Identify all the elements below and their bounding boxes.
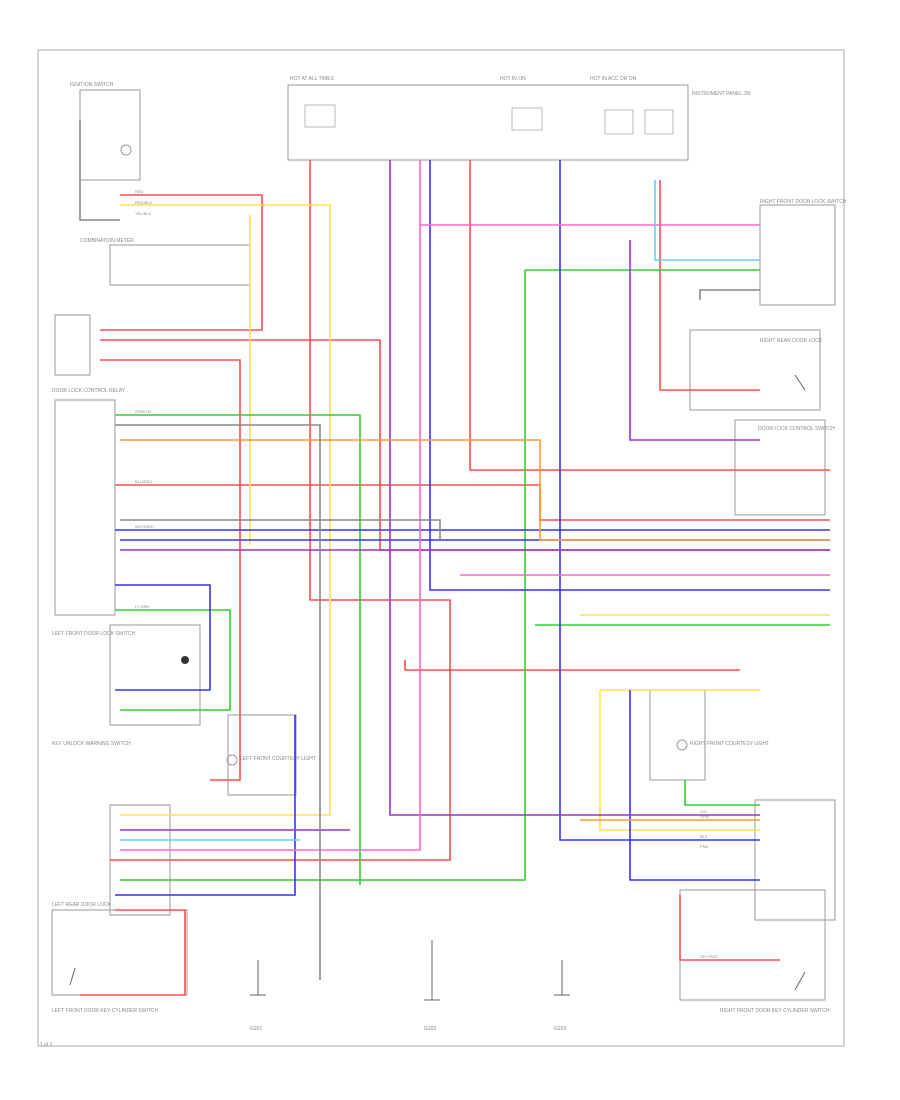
wires	[79, 120, 830, 996]
wire-label-0: RED	[135, 189, 144, 194]
rf-door-lock-switch-label: RIGHT FRONT DOOR LOCK SWITCH	[760, 199, 847, 205]
fuse-label-1: HOT AT ALL TIMES	[290, 76, 335, 82]
key-unlock-warning-label: KEY UNLOCK WARNING SWITCH	[52, 741, 131, 747]
connector-right-bottom	[754, 799, 836, 921]
wire-label-9: PNK	[700, 844, 709, 849]
wire-label-4: BLU/RED	[135, 479, 152, 484]
combination-meter: COMBINATION METER	[80, 238, 251, 286]
wire-red-3	[100, 339, 830, 551]
lr-door-lock-label: LEFT REAR DOOR LOCK	[52, 902, 111, 908]
wire-red-2	[110, 160, 451, 861]
wire-label-7: VIO	[700, 809, 707, 814]
instrument-panel-jb: HOT AT ALL TIMES HOT IN ON HOT IN ACC OR…	[287, 76, 751, 161]
wire-gray-2	[120, 519, 441, 540]
wire-yellow-1	[120, 204, 331, 816]
wire-red-11	[469, 160, 650, 471]
wire-blue-6	[629, 690, 760, 881]
wire-label-1: RED/BLK	[135, 200, 152, 205]
wire-lightblue-1	[654, 180, 760, 261]
wire-label-5: WHT/RED	[135, 524, 154, 529]
wire-label-11: GRY/RED	[700, 954, 718, 959]
wire-red-9	[80, 909, 186, 996]
ground-left: G201	[250, 960, 266, 1032]
lf-door-lock-switch-label: LEFT FRONT DOOR LOCK SWITCH	[52, 631, 136, 637]
wire-gray-1	[79, 120, 120, 221]
wire-label-2: YEL/BLK	[135, 211, 152, 216]
ground-right: G203	[554, 960, 570, 1032]
wire-green-4	[684, 780, 760, 806]
right-front-door-lock-switch: RIGHT FRONT DOOR LOCK SWITCH	[759, 199, 847, 306]
wire-pink-1	[120, 160, 760, 851]
wire-red-8	[404, 660, 740, 671]
wire-red-5	[100, 359, 241, 781]
ground-center: G202	[424, 940, 440, 1032]
door-lock-control-relay: DOOR LOCK CONTROL RELAY	[52, 314, 126, 616]
ignition-switch-label: IGNITION SWITCH	[70, 82, 114, 88]
wire-green-3	[115, 609, 231, 711]
rf-courtesy-light-label: RIGHT FRONT COURTESY LIGHT	[690, 741, 769, 747]
diagram-frame	[37, 49, 845, 1047]
wire-green-1	[115, 414, 361, 885]
wire-label-3: GRN/YEL	[135, 409, 153, 414]
combination-meter-label: COMBINATION METER	[80, 238, 134, 244]
page-ref: 1 of 2	[40, 1042, 53, 1048]
wire-red-4	[115, 484, 830, 521]
right-front-courtesy-light: RIGHT FRONT COURTESY LIGHT	[649, 689, 769, 781]
wire-label-10: ORN	[700, 814, 709, 819]
door-lock-relay-label: DOOR LOCK CONTROL RELAY	[52, 388, 126, 394]
ground-right-label: G203	[554, 1026, 566, 1032]
wire-label-8: BLK	[700, 834, 708, 839]
wire-red-10	[679, 895, 780, 961]
left-front-courtesy-light: LEFT FRONT COURTESY LIGHT	[226, 714, 316, 796]
wire-blue-3	[115, 584, 211, 691]
door-lock-control-switch-label: DOOR LOCK CONTROL SWITCH	[758, 426, 835, 432]
rf-key-cylinder-label: RIGHT FRONT DOOR KEY CYLINDER SWITCH	[720, 1008, 830, 1014]
fuse-label-3: HOT IN ACC OR ON	[590, 76, 637, 82]
wire-label-6: LT GRN	[135, 604, 149, 609]
wire-red-6	[659, 180, 760, 391]
ground-left-label: G201	[250, 1026, 262, 1032]
wire-orange-1	[120, 439, 830, 541]
wire-red-1	[100, 194, 263, 331]
ground-center-label: G202	[424, 1026, 436, 1032]
wire-yellow-4	[599, 689, 760, 831]
wire-gray-3	[115, 424, 321, 980]
key-unlock-warning-switch: KEY UNLOCK WARNING SWITCH	[52, 741, 131, 747]
wire-blue-4	[559, 160, 760, 841]
lf-courtesy-light-label: LEFT FRONT COURTESY LIGHT	[240, 756, 316, 762]
rr-door-lock-label: RIGHT REAR DOOR LOCK	[760, 338, 823, 344]
left-rear-door-lock: LEFT REAR DOOR LOCK LEFT FRONT DOOR KEY …	[51, 902, 188, 1014]
right-rear-door-lock: RIGHT REAR DOOR LOCK	[689, 329, 823, 411]
wire-purple-1	[389, 160, 760, 816]
wire-green-2	[120, 269, 760, 881]
door-lock-control-switch: DOOR LOCK CONTROL SWITCH	[734, 419, 835, 516]
left-front-door-lock-switch: LEFT FRONT DOOR LOCK SWITCH	[52, 624, 201, 726]
wire-purple-3	[629, 240, 760, 441]
wire-label-group: RED RED/BLK YEL/BLK GRN/YEL BLU/RED WHT/…	[135, 189, 718, 959]
wire-blue-2	[429, 160, 830, 591]
lf-key-cylinder-label: LEFT FRONT DOOR KEY CYLINDER SWITCH	[52, 1008, 159, 1014]
wire-blue-5	[115, 715, 296, 896]
jb-label: INSTRUMENT PANEL J/B	[692, 91, 751, 97]
wire-gray-4	[699, 289, 760, 300]
fuse-label-2: HOT IN ON	[500, 76, 526, 82]
